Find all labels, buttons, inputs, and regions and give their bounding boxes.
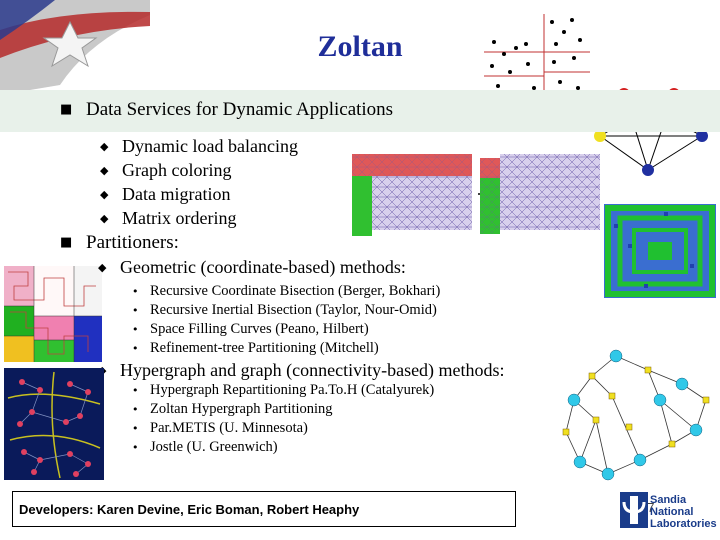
data-services-heading: ■ Data Services for Dynamic Applications <box>60 99 393 121</box>
diamond-bullet-icon: ◆ <box>100 212 109 225</box>
dot-bullet-icon: • <box>132 422 139 435</box>
list-item: ◆Dynamic load balancing <box>100 136 298 156</box>
list-item: •Par.METIS (U. Minnesota) <box>132 420 308 436</box>
matrix-ordering-graphic <box>604 204 716 298</box>
partition-scatter-graphic <box>484 14 590 102</box>
dot-bullet-icon: • <box>132 342 139 355</box>
diamond-bullet-icon: ◆ <box>100 164 109 177</box>
dot-bullet-icon: • <box>132 285 139 298</box>
list-item: ◆Graph coloring <box>100 160 232 180</box>
square-bullet-icon: ■ <box>60 102 73 117</box>
diamond-bullet-icon: ◆ <box>98 261 107 274</box>
list-item: •Space Filling Curves (Peano, Hilbert) <box>132 321 369 337</box>
partitioners-label: Partitioners: <box>86 232 179 253</box>
list-item: •Refinement-tree Partitioning (Mitchell) <box>132 340 379 356</box>
mesh-migration-graphic <box>352 154 600 236</box>
dot-bullet-icon: • <box>132 384 139 397</box>
dot-bullet-icon: • <box>132 304 139 317</box>
graph-partition-graphic <box>4 368 104 480</box>
list-item: •Recursive Inertial Bisection (Taylor, N… <box>132 302 437 318</box>
data-services-label: Data Services for Dynamic Applications <box>86 99 394 120</box>
page-title: Zoltan <box>317 30 403 63</box>
dot-bullet-icon: • <box>132 441 139 454</box>
list-item: •Hypergraph Repartitioning Pa.To.H (Cata… <box>132 382 435 398</box>
list-item: •Jostle (U. Greenwich) <box>132 439 278 455</box>
diamond-bullet-icon: ◆ <box>100 140 109 153</box>
developers-box: Developers: Karen Devine, Eric Boman, Ro… <box>12 491 516 527</box>
geometric-partition-graphic <box>4 266 102 362</box>
hypergraph-methods-heading: ◆Hypergraph and graph (connectivity-base… <box>98 360 505 381</box>
list-item: •Zoltan Hypergraph Partitioning <box>132 401 333 417</box>
flag-graphic <box>0 0 150 95</box>
square-bullet-icon: ■ <box>60 235 73 250</box>
highlight-band <box>0 90 720 132</box>
list-item: ◆Matrix ordering <box>100 208 237 228</box>
dot-bullet-icon: • <box>132 403 139 416</box>
sandia-logo-icon <box>620 492 648 528</box>
geometric-methods-heading: ◆Geometric (coordinate-based) methods: <box>98 257 406 277</box>
dot-bullet-icon: • <box>132 323 139 336</box>
list-item: •Recursive Coordinate Bisection (Berger,… <box>132 283 441 299</box>
hypergraph-graphic <box>562 349 710 481</box>
diamond-bullet-icon: ◆ <box>100 188 109 201</box>
list-item: ◆Data migration <box>100 184 231 204</box>
sandia-logo-text: Sandia National Laboratories <box>650 494 717 530</box>
partitioners-heading: ■ Partitioners: <box>60 232 179 254</box>
